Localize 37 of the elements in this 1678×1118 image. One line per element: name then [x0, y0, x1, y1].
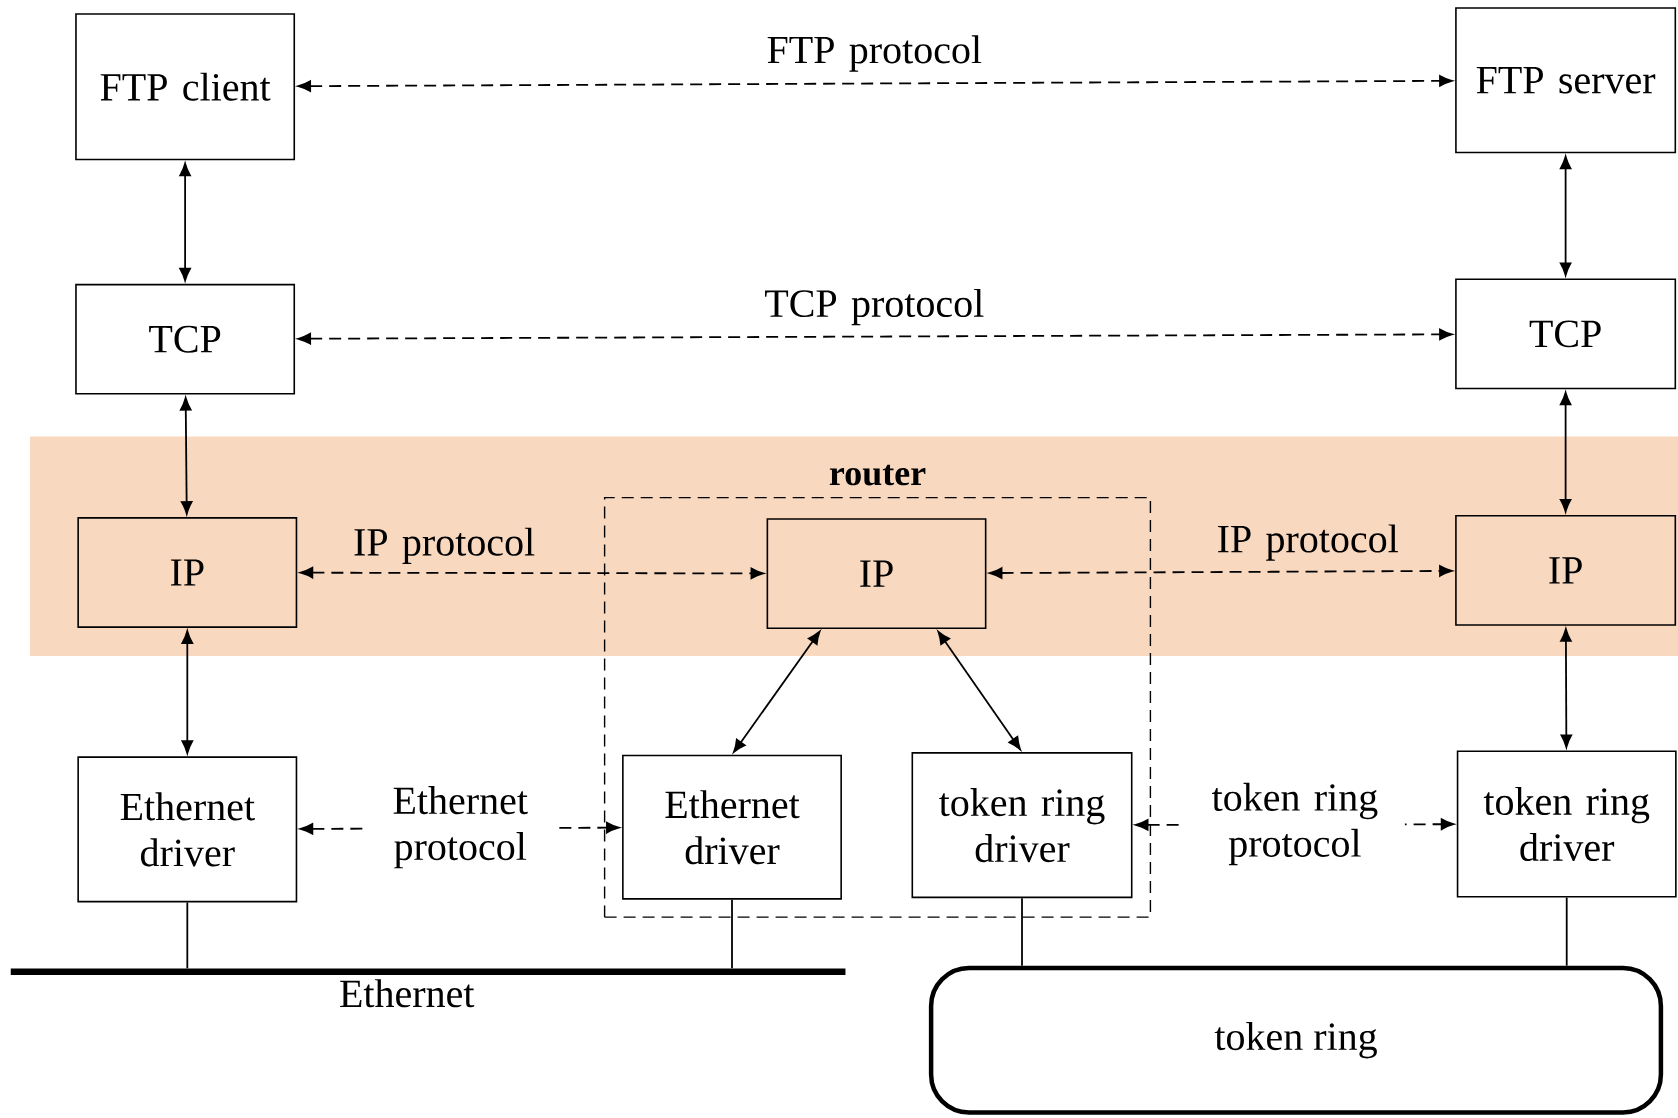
arrow: [733, 630, 821, 753]
arrow: [297, 328, 1453, 345]
protocol-box: FTP client: [75, 13, 296, 161]
connector-line: [1565, 896, 1568, 967]
arrow: [181, 630, 194, 754]
node-label: Ethernet: [340, 979, 475, 1008]
arrow: [1559, 155, 1572, 276]
arrow: [179, 162, 191, 282]
protocol-box: TCP: [75, 283, 296, 395]
edge-label: token ring protocol: [1184, 779, 1405, 869]
protocol-box: IP: [766, 518, 987, 629]
protocol-box: TCP: [1455, 278, 1677, 390]
edge-label: IP protocol: [1218, 524, 1398, 561]
connector-line: [1021, 897, 1023, 967]
arrow: [937, 630, 1021, 751]
protocol-box: FTP server: [1455, 7, 1677, 154]
edge-label: FTP protocol: [767, 35, 982, 72]
ethernet-cable: Ethernet: [10, 968, 846, 1008]
protocol-box: IP: [1455, 515, 1677, 626]
protocol-box: token ring driver: [1456, 750, 1677, 898]
arrow: [297, 75, 1453, 92]
protocol-box: IP: [77, 517, 298, 628]
protocol-box: Ethernet driver: [622, 754, 842, 900]
arrow: [1559, 391, 1572, 513]
node-label: router: [829, 464, 926, 486]
arrow: [989, 565, 1453, 579]
protocol-box: token ring driver: [911, 752, 1133, 899]
protocol-box: Ethernet driver: [77, 756, 298, 903]
ring-network: token ring: [928, 965, 1664, 1115]
arrow: [299, 566, 764, 580]
edge-label: IP protocol: [354, 527, 535, 564]
connector-line: [186, 901, 189, 970]
edge-label: Ethernet protocol: [366, 783, 555, 872]
edge-label: TCP protocol: [765, 288, 984, 326]
arrow: [1560, 628, 1573, 748]
connector-line: [731, 898, 733, 970]
arrow: [180, 397, 193, 515]
